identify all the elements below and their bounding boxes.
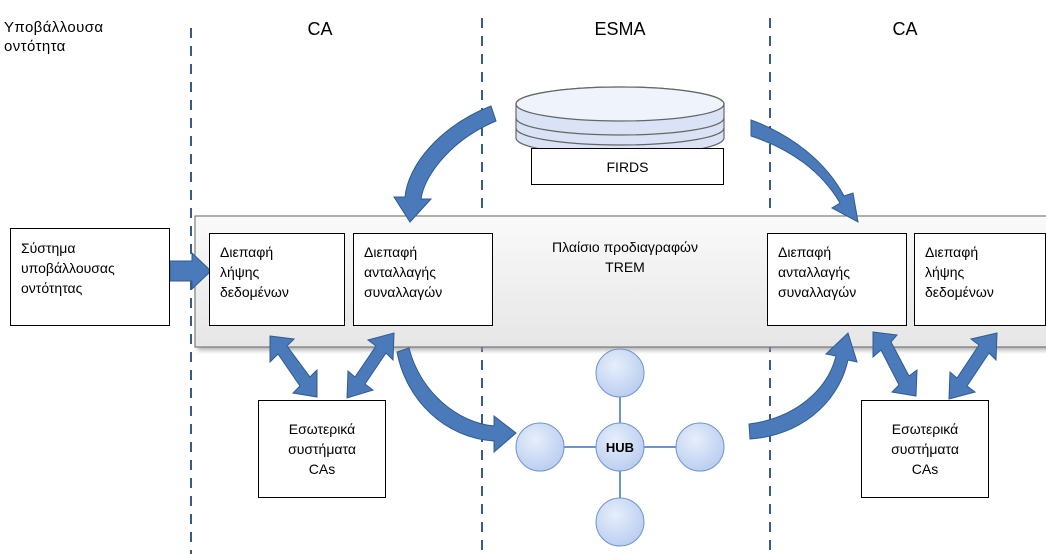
hub-node-icon [595, 497, 645, 547]
firds-label: FIRDS [606, 158, 649, 175]
interface-label: Διεπαφή ανταλλαγής συναλλαγών [364, 244, 443, 300]
esma-heading: ESMA [594, 19, 646, 39]
double-arrow-icon [269, 335, 318, 398]
internal-systems-label: Εσωτερικά συστήματα CAs [288, 421, 356, 477]
hub-node-icon [675, 422, 725, 472]
curved-arrow-icon [750, 119, 859, 223]
double-arrow-icon [346, 332, 395, 399]
hub-center-icon [595, 422, 645, 472]
ca-right-heading: CA [892, 19, 918, 39]
curved-arrow-icon [396, 347, 517, 454]
submitting-system-label: Σύστημα υποβάλλουσας οντότητας [21, 240, 115, 296]
internal-systems-right-box: Εσωτερικά συστήματα CAs [861, 400, 989, 498]
double-arrow-icon [872, 331, 918, 397]
firds-database-icon [515, 86, 725, 156]
submitting-system-box: Σύστημα υποβάλλουσας οντότητας [10, 228, 170, 326]
column-separators [190, 18, 771, 554]
ca-left-heading: CA [307, 19, 333, 39]
trem-framework-label: Πλαίσιο προδιαγραφών TREM [551, 239, 698, 275]
hub-node-icon [515, 422, 565, 472]
interface-label: Διεπαφή λήψης δεδομένων [925, 244, 994, 300]
interface-label: Διεπαφή λήψης δεδομένων [220, 244, 289, 300]
internal-systems-left-box: Εσωτερικά συστήματα CAs [258, 400, 386, 498]
internal-systems-label: Εσωτερικά συστήματα CAs [891, 421, 959, 477]
hub-node-icon [595, 348, 645, 398]
hub-label: HUB [606, 440, 634, 455]
left-transaction-exchange-interface: Διεπαφή ανταλλαγής συναλλαγών [353, 233, 493, 326]
bidirectional-arrows [269, 331, 998, 400]
firds-box: FIRDS [531, 148, 724, 185]
interface-label: Διεπαφή ανταλλαγής συναλλαγών [778, 244, 857, 300]
left-data-reception-interface: Διεπαφή λήψης δεδομένων [209, 233, 345, 326]
curved-arrow-icon [393, 105, 497, 223]
right-transaction-exchange-interface: Διεπαφή ανταλλαγής συναλλαγών [767, 233, 907, 326]
hub-network: HUB [515, 348, 725, 547]
right-data-reception-interface: Διεπαφή λήψης δεδομένων [914, 233, 1046, 326]
double-arrow-icon [948, 332, 998, 400]
submitting-entity-heading: Υποβάλλουσα οντότητα [4, 19, 104, 55]
submit-arrow-icon [169, 251, 212, 291]
flow-arrows [393, 105, 859, 454]
curved-arrow-icon [748, 332, 858, 440]
